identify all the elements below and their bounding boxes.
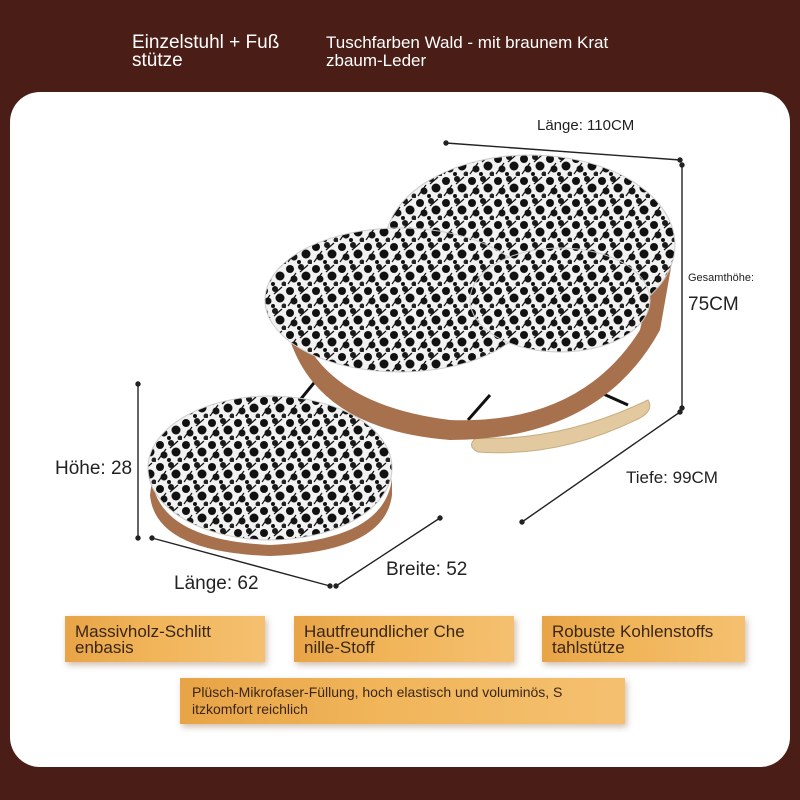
feature-tag-chenille-fabric-line1: Hautfreundlicher Che (304, 622, 465, 641)
variant-title-line2: zbaum-Leder (326, 51, 427, 70)
feature-tag-carbon-steel: Robuste Kohlenstoffs tahlstütze (542, 616, 745, 662)
feature-tag-microfiber-filling-line1: Plüsch-Mikrofaser-Füllung, hoch elastisc… (192, 684, 563, 700)
ottoman-image (147, 395, 393, 556)
feature-tag-wood-base-line2: enbasis (75, 638, 134, 657)
ottoman-height-label: Höhe: 28 (55, 458, 133, 479)
chair-depth-label: Tiefe: 99CM (626, 468, 718, 487)
feature-tag-carbon-steel-line1: Robuste Kohlenstoffs (552, 622, 714, 641)
chair-length-label: Länge: 110CM (537, 117, 635, 134)
rocking-chair-image (264, 154, 676, 454)
product-title-line2: stütze (132, 50, 183, 71)
chair-total-height-value: 75CM (688, 294, 739, 315)
product-title-line1: Einzelstuhl + Fuß (132, 32, 280, 53)
feature-tag-chenille-fabric-line2: nille-Stoff (304, 638, 375, 657)
feature-tag-chenille-fabric: Hautfreundlicher Che nille-Stoff (294, 616, 514, 662)
ottoman-length-label: Länge: 62 (174, 573, 259, 594)
feature-tag-carbon-steel-line2: tahlstütze (552, 638, 625, 657)
dimension-lines (135, 140, 685, 589)
variant-title-line1: Tuschfarben Wald - mit braunem Krat (326, 33, 609, 52)
variant-title: Tuschfarben Wald - mit braunem Krat zbau… (326, 34, 666, 70)
feature-tag-microfiber-filling-line2: itzkomfort reichlich (192, 701, 308, 717)
feature-tag-wood-base-line1: Massivholz-Schlitt (75, 622, 212, 641)
product-title: Einzelstuhl + Fuß stütze (132, 32, 317, 71)
ottoman-width-label: Breite: 52 (386, 559, 468, 580)
feature-tag-microfiber-filling: Plüsch-Mikrofaser-Füllung, hoch elastisc… (180, 678, 625, 724)
feature-tag-wood-base: Massivholz-Schlitt enbasis (65, 616, 265, 662)
chair-total-height-label: Gesamthöhe: (688, 272, 755, 284)
